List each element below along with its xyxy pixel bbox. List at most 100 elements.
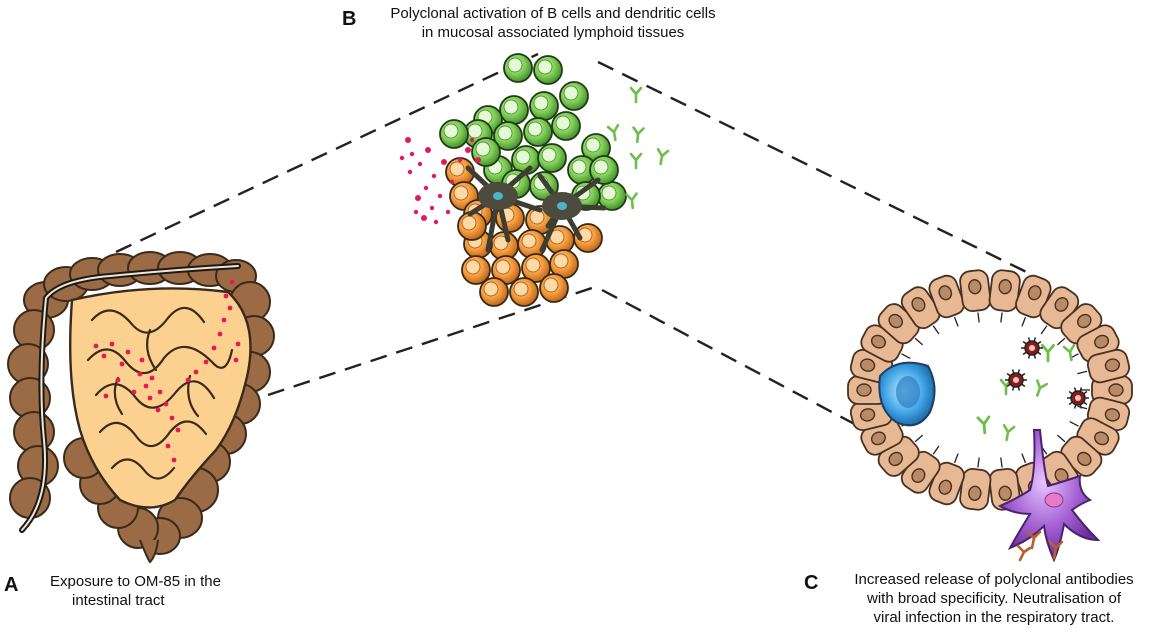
activated-b-cell-nucleus [483, 281, 499, 297]
particle [185, 377, 191, 383]
antibody-stroke [606, 123, 620, 142]
intestine-illustration [7, 251, 275, 564]
caption-c-line-1: Increased release of polyclonal antibodi… [854, 571, 1134, 588]
epithelial-cell-nucleus [998, 279, 1012, 295]
particle [125, 349, 131, 355]
cilium [1000, 312, 1003, 323]
epithelial-cell [959, 269, 992, 313]
epithelial-cell-nucleus [856, 383, 872, 397]
particle [139, 357, 145, 363]
particle [425, 147, 431, 153]
particle [137, 371, 143, 377]
epithelial-cell [988, 269, 1021, 313]
particle [169, 415, 175, 421]
epithelial-cell-nucleus [968, 485, 982, 501]
epithelial-cell-nucleus [888, 451, 903, 467]
particle [227, 305, 233, 311]
appendix [139, 539, 159, 564]
antibody-stroke [1002, 423, 1016, 442]
particle [223, 293, 229, 299]
antibody [976, 415, 991, 435]
cilium [953, 453, 959, 464]
particle [431, 173, 437, 179]
particle [217, 331, 223, 337]
antibody [1035, 379, 1049, 397]
cilium [1069, 421, 1079, 427]
epithelial-cell-nucleus [870, 334, 886, 349]
cilium [1040, 325, 1048, 335]
b-cell-nucleus [467, 123, 483, 139]
antibody-stroke [629, 86, 643, 104]
panel-label-b: B [342, 8, 357, 30]
antibody [625, 192, 638, 210]
small-intestine [69, 287, 252, 509]
cilium [1077, 370, 1088, 375]
epithelial-cell-nucleus [1077, 313, 1092, 329]
epithelial-cell-nucleus [938, 285, 953, 301]
b-cell-nucleus [443, 123, 459, 139]
caption-c-line-2: with broad specificity. Neutralisation o… [866, 590, 1121, 607]
dendritic-cell-receptors [1016, 530, 1064, 562]
antibody [1041, 343, 1055, 363]
activated-b-cell-nucleus [453, 185, 469, 201]
particle [421, 215, 427, 221]
epithelial-cell-nucleus [938, 479, 953, 495]
particle [119, 361, 125, 367]
antibody-stroke [1062, 343, 1076, 362]
b-cell-nucleus [555, 115, 571, 131]
particle [163, 401, 169, 407]
particle [475, 157, 481, 163]
particle [433, 219, 439, 225]
epithelial-cell-nucleus [998, 485, 1012, 501]
particle [171, 457, 177, 463]
cilium [953, 316, 959, 327]
epithelial-cell [1060, 303, 1103, 345]
epithelial-cell-nucleus [859, 408, 876, 422]
activated-b-cell-nucleus [553, 253, 569, 269]
antibody [632, 126, 645, 144]
particle [157, 389, 163, 395]
projection-lines [115, 52, 1056, 430]
epithelial-cell-nucleus [1054, 297, 1069, 312]
particle [165, 443, 171, 449]
epithelial-cell-nucleus [1094, 334, 1110, 349]
cilium [1021, 316, 1027, 327]
b-cell-nucleus [515, 149, 531, 165]
cilium [901, 353, 911, 359]
particle [175, 427, 181, 433]
cilium [914, 434, 924, 443]
epithelial-cell-nucleus [1104, 358, 1121, 372]
airway-dendritic-cell-nucleus [1044, 492, 1064, 508]
b-cell-nucleus [541, 147, 557, 163]
secreted-antibodies [606, 86, 670, 210]
particle [407, 169, 413, 175]
particle [211, 345, 217, 351]
virus [1021, 337, 1043, 359]
b-cell-nucleus [503, 99, 519, 115]
particle [103, 393, 109, 399]
caption-c: Increased release of polyclonal antibodi… [834, 570, 1154, 627]
caption-c-line-3: viral infection in the respiratory tract… [873, 609, 1115, 626]
particle [115, 377, 121, 383]
b-cell-nucleus [601, 185, 617, 201]
b-cell-nucleus [571, 159, 587, 175]
antibody [606, 123, 620, 142]
epithelial-cell-nucleus [870, 431, 886, 446]
cilium [1056, 337, 1066, 346]
activated-b-cell-nucleus [493, 235, 509, 251]
particle [233, 357, 239, 363]
epithelial-cell-nucleus [1104, 408, 1121, 422]
b-cell-nucleus [585, 137, 601, 153]
particle [235, 341, 241, 347]
virus-core [1029, 345, 1035, 351]
particle [457, 157, 463, 163]
epithelial-cell [877, 435, 920, 477]
virus [1005, 369, 1027, 391]
antibody-stroke [1041, 343, 1055, 363]
caption-b: Polyclonal activation of B cells and den… [368, 4, 738, 42]
activated-b-cell-nucleus [461, 215, 477, 231]
cilium [914, 337, 924, 346]
activated-b-cell-nucleus [449, 161, 465, 177]
b-cell-nucleus [507, 57, 523, 73]
epithelial-cell-nucleus [888, 313, 903, 329]
